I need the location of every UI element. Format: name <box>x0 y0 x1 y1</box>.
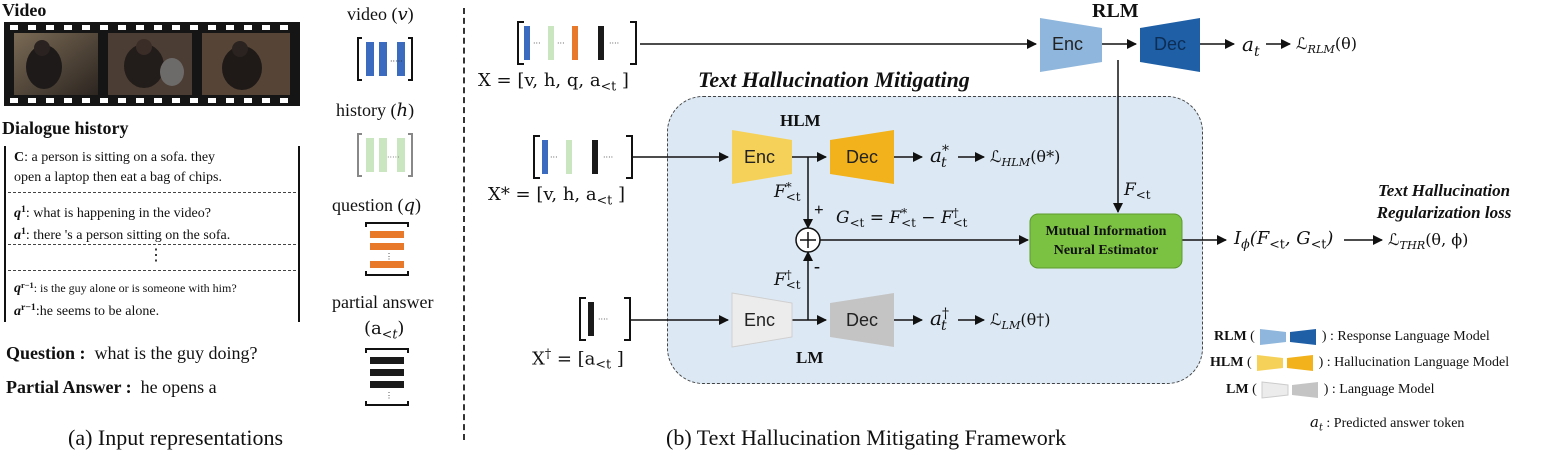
caption-b: (b) Text Hallucination Mitigating Framew… <box>666 425 1067 450</box>
partial-answer-row: Partial Answer : he opens a <box>6 377 217 397</box>
history-ellipsis: ⋮ <box>148 247 164 264</box>
section-title: Text Hallucination Mitigating <box>698 67 970 92</box>
lm-title: LM <box>796 348 824 367</box>
history-divider <box>8 192 296 193</box>
loss-thr: ℒTHR(θ, ϕ) <box>1388 230 1469 252</box>
history-left-bar <box>4 146 6 322</box>
video-label: Video <box>2 0 47 20</box>
history-caption-line2: open a laptop then eat a bag of chips. <box>14 170 222 185</box>
video-token-icon: ····· <box>357 37 413 81</box>
x-star-equation: X* = [v, h, a<t ] <box>488 184 625 208</box>
partial-answer-label: partial answer <box>332 292 434 312</box>
legend-lm-swatch <box>1261 381 1319 399</box>
hlm-title: HLM <box>780 111 821 130</box>
history-token-icon: ····· <box>357 133 413 177</box>
caption-a: (a) Input representations <box>68 425 284 450</box>
loss-lm: ℒLM(θ†) <box>990 310 1051 332</box>
a-t-output: at <box>1242 32 1260 60</box>
video-v-label: video (v) <box>347 4 414 25</box>
history-a1: a1: there 's a person sitting on the sof… <box>14 226 231 243</box>
rlm-decoder: Dec <box>1154 34 1187 54</box>
question-token-icon: ⋮ <box>365 222 409 276</box>
history-q1: q1: what is happening in the video? <box>14 204 211 221</box>
history-h-label: history (h) <box>336 100 415 121</box>
svg-text:⋮: ⋮ <box>385 391 393 400</box>
f-dagger-label: F†<t <box>774 268 801 293</box>
dialogue-history-box: C: a person is sitting on a sofa. they o… <box>4 146 300 322</box>
lm-encoder: Enc <box>744 310 776 330</box>
hlm-encoder: Enc <box>744 147 776 167</box>
dialogue-history-label: Dialogue history <box>2 118 129 138</box>
history-divider <box>8 270 296 271</box>
panel-divider <box>463 8 465 440</box>
legend-at: at : Predicted answer token <box>1310 413 1465 434</box>
partial-answer-symbol: (a<t) <box>364 318 405 342</box>
rlm-title: RLM <box>1092 0 1139 22</box>
a-t-star-output: a*t <box>930 143 949 171</box>
legend-lm: LM ( ) : Language Model <box>1226 380 1435 400</box>
mutual-information-estimator: Mutual Information Neural Estimator <box>1045 224 1167 258</box>
video-filmstrip <box>4 22 300 106</box>
answer-token-icon: ⋮ <box>365 348 409 406</box>
loss-rlm: ℒRLM(θ) <box>1296 34 1357 56</box>
legend-hlm-swatch <box>1257 355 1314 371</box>
plus-sign: + <box>814 200 824 219</box>
loss-hlm: ℒHLM(θ*) <box>990 147 1061 169</box>
minus-sign: - <box>814 256 820 276</box>
lm-decoder: Dec <box>846 310 879 330</box>
thr-title: Text Hallucination Regularization loss <box>1376 181 1512 222</box>
svg-text:····: ···· <box>598 315 608 324</box>
f-lt-label: F<t <box>1124 180 1151 203</box>
history-a-r-1: ar−1:he seems to be alone. <box>14 302 160 319</box>
svg-text:···: ··· <box>550 153 558 162</box>
f-star-label: F*<t <box>774 180 801 205</box>
legend-rlm: RLM ( ) : Response Language Model <box>1214 327 1490 347</box>
i-phi-output: Iϕ(F<t, G<t) <box>1234 228 1334 252</box>
svg-text:·····: ····· <box>387 153 400 162</box>
rlm-encoder: Enc <box>1052 34 1084 54</box>
hlm-decoder: Dec <box>846 147 879 167</box>
history-right-bar <box>298 146 300 322</box>
legend-hlm: HLM ( ) : Hallucination Language Model <box>1210 353 1509 373</box>
svg-text:····: ···· <box>609 39 619 48</box>
g-equation: G<t = F*<t − F†<t <box>836 206 968 231</box>
legend-rlm-swatch <box>1260 329 1317 345</box>
svg-text:····: ···· <box>603 153 613 162</box>
film-frames <box>4 22 300 106</box>
svg-text:⋮: ⋮ <box>385 252 393 261</box>
svg-text:···: ··· <box>557 39 565 48</box>
x-equation: X = [v, h, q, a<t ] <box>478 70 629 94</box>
svg-text:·····: ····· <box>390 57 403 66</box>
svg-text:···: ··· <box>533 39 541 48</box>
history-q-r-1: qr−1: is the guy alone or is someone wit… <box>14 281 237 297</box>
question-row: Question : what is the guy doing? <box>6 343 258 363</box>
question-q-label: question (q) <box>332 195 422 216</box>
a-t-dagger-output: a†t <box>930 306 949 334</box>
history-caption-line1: C: a person is sitting on a sofa. they <box>14 150 216 165</box>
x-dagger-equation: X† = [a<t ] <box>532 346 624 372</box>
history-divider <box>8 244 296 245</box>
